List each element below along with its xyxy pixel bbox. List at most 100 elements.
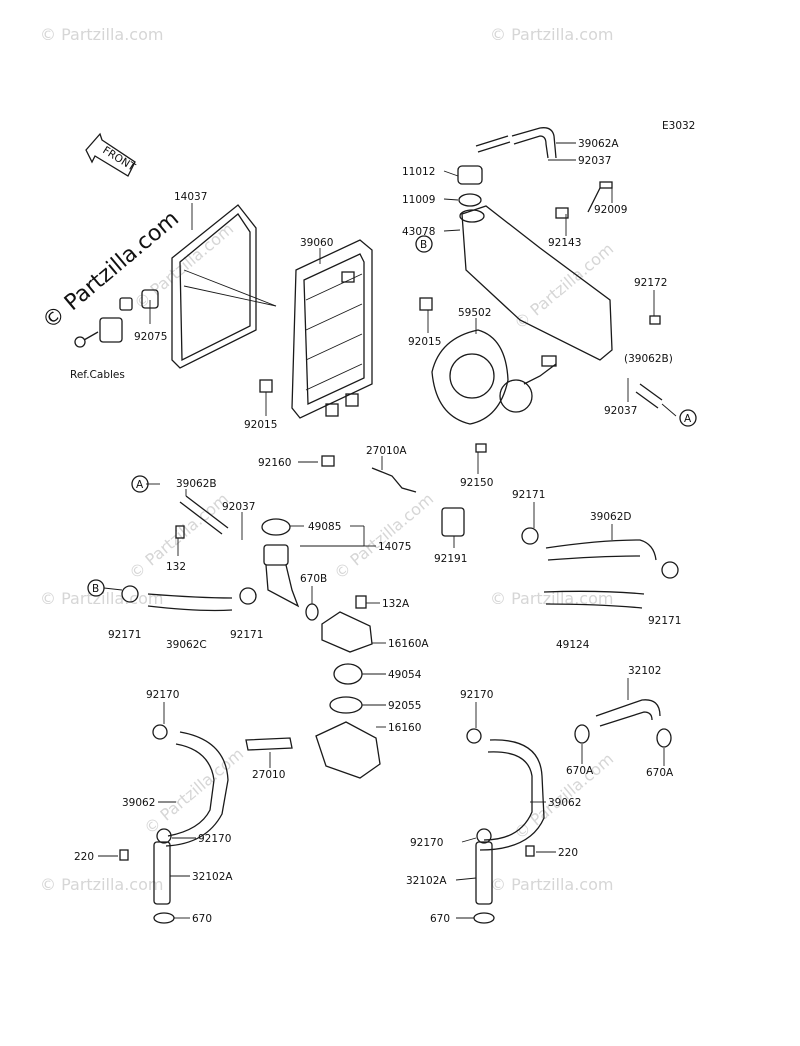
callout-92191: 92191	[434, 553, 467, 565]
callout-43078: 43078	[402, 226, 435, 238]
front-label: FRONT	[100, 144, 137, 173]
callout-16160: 16160	[388, 722, 421, 734]
hose-39062-left	[165, 731, 229, 847]
callout-92172: 92172	[634, 277, 667, 289]
callout-220: 220	[74, 851, 94, 863]
callout-92143: 92143	[548, 237, 581, 249]
thermostat-49054	[333, 663, 363, 685]
front-arrow-icon: FRONT	[85, 132, 138, 177]
callout-92055: 92055	[388, 700, 421, 712]
callout-labels: 39062A 92037 11012 11009 92009 43078 921…	[70, 138, 681, 925]
callout-92009: 92009	[594, 204, 627, 216]
callout-670A: 670A	[566, 765, 594, 777]
diagram-code: E3032	[662, 120, 695, 132]
pipe-32102A-left	[153, 841, 171, 905]
callout-49124: 49124	[556, 639, 590, 651]
callout-92171: 92171	[230, 629, 263, 641]
watermark-text: © Partzilla.com	[40, 25, 163, 44]
callout-14075: 14075	[378, 541, 411, 553]
pipe-32102	[595, 699, 661, 727]
callout-39062B-paren: (39062B)	[624, 353, 673, 365]
callout-92037: 92037	[604, 405, 637, 417]
svg-text:B: B	[92, 583, 99, 595]
callout-39062: 39062	[548, 797, 581, 809]
watermark-text: © Partzilla.com	[490, 875, 613, 894]
callout-32102A: 32102A	[192, 871, 233, 883]
callout-670: 670	[430, 913, 450, 925]
fan-59502	[431, 329, 557, 425]
hose-39062A	[475, 127, 557, 159]
o-ring-92055	[329, 696, 363, 714]
callout-39062B: 39062B	[176, 478, 217, 490]
callout-92037: 92037	[578, 155, 611, 167]
svg-text:A: A	[684, 413, 692, 425]
callout-92037: 92037	[222, 501, 255, 513]
callout-670B: 670B	[300, 573, 327, 585]
callout-11009: 11009	[402, 194, 435, 206]
callout-220: 220	[558, 847, 578, 859]
callout-59502: 59502	[458, 307, 491, 319]
callout-14037: 14037	[174, 191, 207, 203]
hose-clamp	[121, 527, 679, 844]
callout-39062: 39062	[122, 797, 155, 809]
callout-92015: 92015	[408, 336, 441, 348]
radiator-guard-14037	[171, 204, 277, 369]
watermark-text: © Partzilla.com	[490, 25, 613, 44]
corrugated-hose-49124	[543, 590, 645, 609]
callout-132: 132	[166, 561, 186, 573]
marker-B: B	[415, 235, 433, 253]
callout-92171: 92171	[512, 489, 545, 501]
callout-92015: 92015	[244, 419, 277, 431]
callout-92170: 92170	[460, 689, 493, 701]
svg-text:B: B	[420, 239, 427, 251]
watermark-text: © Partzilla.com	[330, 489, 437, 583]
leader-lines	[98, 142, 677, 919]
marker-A: A	[131, 475, 149, 493]
callout-39062A: 39062A	[578, 138, 619, 150]
callout-27010A: 27010A	[366, 445, 407, 457]
watermark-text: © Partzilla.com	[140, 744, 247, 838]
marker-A: A	[679, 409, 697, 427]
callout-92150: 92150	[460, 477, 493, 489]
svg-text:A: A	[136, 479, 144, 491]
callout-92171: 92171	[108, 629, 141, 641]
pipe-32102A-right	[475, 841, 493, 905]
callout-32102A: 32102A	[406, 875, 447, 887]
callout-132A: 132A	[382, 598, 410, 610]
callout-92160: 92160	[258, 457, 291, 469]
thermostat-cover-16160A	[321, 611, 373, 653]
watermark-text: © Partzilla.com	[510, 239, 617, 333]
callout-39060: 39060	[300, 237, 333, 249]
callout-670: 670	[192, 913, 212, 925]
reservoir-tank-43078	[457, 165, 613, 361]
callout-39062D: 39062D	[590, 511, 632, 523]
marker-B: B	[87, 579, 105, 597]
callout-39062C: 39062C	[166, 639, 207, 651]
sensor-27010	[245, 737, 293, 751]
filler-neck-14075	[261, 518, 300, 608]
hose-39062D	[545, 539, 657, 561]
callout-16160A: 16160A	[388, 638, 429, 650]
callout-92170: 92170	[410, 837, 443, 849]
callout-670A: 670A	[646, 767, 674, 779]
callout-92075: 92075	[134, 331, 167, 343]
callout-92171: 92171	[648, 615, 681, 627]
callout-49085: 49085	[308, 521, 341, 533]
o-ring-670B	[305, 603, 319, 621]
watermark-text: © Partzilla.com	[38, 206, 184, 334]
o-ring-670A	[574, 724, 672, 748]
callout-27010: 27010	[252, 769, 285, 781]
hose-39062C	[147, 593, 233, 612]
callout-92170: 92170	[198, 833, 231, 845]
callout-92170: 92170	[146, 689, 179, 701]
connector-markers: B A A B	[87, 235, 697, 597]
radiator-39060	[291, 239, 373, 419]
watermark-text: © Partzilla.com	[40, 589, 163, 608]
callout-32102: 32102	[628, 665, 661, 677]
callout-49054: 49054	[388, 669, 422, 681]
watermark-text: © Partzilla.com	[490, 589, 613, 608]
ref-cables-label: Ref.Cables	[70, 369, 125, 381]
watermark-text: © Partzilla.com	[40, 875, 163, 894]
hose-39062-right	[479, 739, 545, 851]
